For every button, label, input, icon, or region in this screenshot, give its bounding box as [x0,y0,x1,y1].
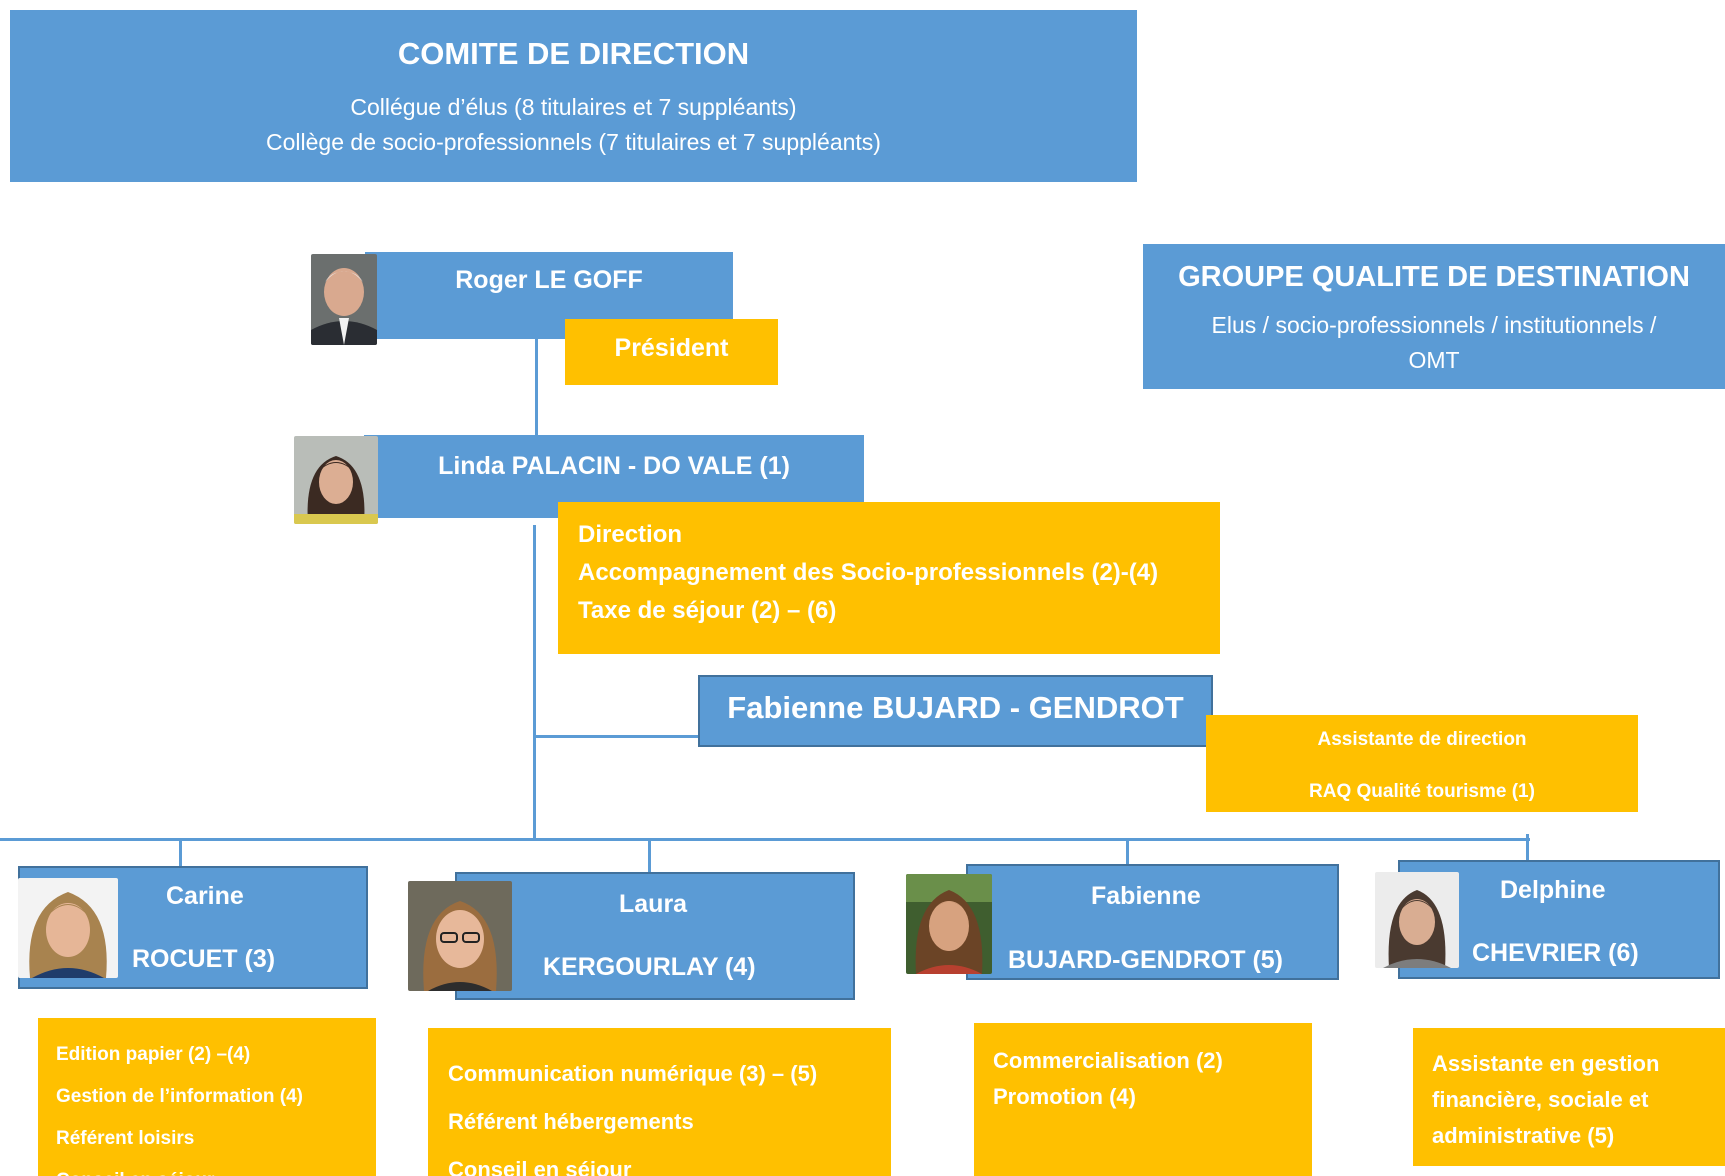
staff-2-roles-box: Communication numérique (3) – (5) Référe… [428,1028,891,1176]
connector-staff-3 [1126,838,1129,866]
staff-2-first: Laura [619,890,688,918]
comite-title: COMITE DE DIRECTION [397,36,750,71]
staff-4-role-3: administrative (5) [1432,1123,1615,1148]
president-name-box: Roger LE GOFF [365,252,733,339]
staff-4-roles-box: Assistante en gestion financière, social… [1413,1028,1725,1166]
connector-direction-staff [533,525,536,840]
president-role-box: Président [565,319,778,385]
comite-box: COMITE DE DIRECTION Collégue d’élus (8 t… [10,10,1137,182]
staff-4-role-2: financière, sociale et [1432,1087,1649,1112]
comite-line-1: Collégue d’élus (8 titulaires et 7 suppl… [350,94,797,120]
president-role: Président [614,334,729,362]
staff-2-role-3: Conseil en séjour [448,1157,632,1176]
staff-1-last: ROCUET (3) [132,945,276,973]
direction-roles-box: Direction Accompagnement des Socio-profe… [558,502,1220,654]
groupe-line-1: Elus / socio-professionnels / institutio… [1211,312,1657,338]
staff-3-photo [906,874,992,974]
staff-2-role-2: Référent hébergements [448,1109,694,1134]
assistante-role-2: RAQ Qualité tourisme (1) [1309,781,1535,802]
staff-3-last: BUJARD-GENDROT (5) [1008,946,1283,974]
staff-1-role-4: Conseil en séjour [56,1160,376,1176]
staff-3-role-1: Commercialisation (2) [993,1048,1223,1073]
connector-staff-2 [648,838,651,873]
connector-assistante [533,735,703,738]
president-photo [311,254,377,345]
staff-3-roles-box: Commercialisation (2) Promotion (4) [974,1023,1312,1176]
comite-line-2: Collège de socio-professionnels (7 titul… [266,129,881,155]
connector-president-direction [535,338,538,438]
staff-3-name-box: Fabienne BUJARD-GENDROT (5) [966,864,1339,980]
staff-2-role-1: Communication numérique (3) – (5) [448,1061,818,1086]
staff-3-role-2: Promotion (4) [993,1084,1136,1109]
staff-1-role-3: Référent loisirs [56,1128,195,1149]
staff-1-role-1: Edition papier (2) –(4) [56,1044,251,1065]
staff-3-first: Fabienne [1091,882,1201,910]
staff-4-last: CHEVRIER (6) [1472,939,1639,967]
staff-2-last: KERGOURLAY (4) [543,953,756,981]
staff-1-first: Carine [166,882,244,910]
staff-1-role-2: Gestion de l’information (4) [56,1086,304,1107]
assistante-name: Fabienne BUJARD - GENDROT [727,690,1184,725]
staff-1-roles-box: Edition papier (2) –(4) Gestion de l’inf… [38,1018,376,1176]
connector-staff-4 [1526,834,1529,860]
staff-4-photo [1375,872,1459,968]
staff-2-name-box: Laura KERGOURLAY (4) [455,872,855,1000]
direction-role-1: Direction [578,521,683,548]
groupe-line-2: OMT [1408,347,1460,373]
groupe-qualite-box: GROUPE QUALITE DE DESTINATION Elus / soc… [1143,244,1725,389]
groupe-title: GROUPE QUALITE DE DESTINATION [1178,261,1690,293]
assistante-roles-box: Assistante de direction RAQ Qualité tour… [1206,715,1638,812]
president-name: Roger LE GOFF [455,266,643,294]
staff-4-first: Delphine [1500,876,1606,904]
staff-2-photo [408,881,512,991]
direction-role-2: Accompagnement des Socio-professionnels … [578,559,1159,586]
connector-horizontal-staff [0,838,1530,841]
staff-4-role-1: Assistante en gestion [1432,1051,1660,1076]
direction-role-3: Taxe de séjour (2) – (6) [578,597,837,624]
connector-staff-1 [179,838,182,868]
direction-photo [294,436,378,524]
assistante-role-1: Assistante de direction [1317,729,1527,750]
assistante-name-box: Fabienne BUJARD - GENDROT [698,675,1213,747]
direction-name: Linda PALACIN - DO VALE (1) [438,452,790,480]
staff-1-photo [18,878,118,978]
